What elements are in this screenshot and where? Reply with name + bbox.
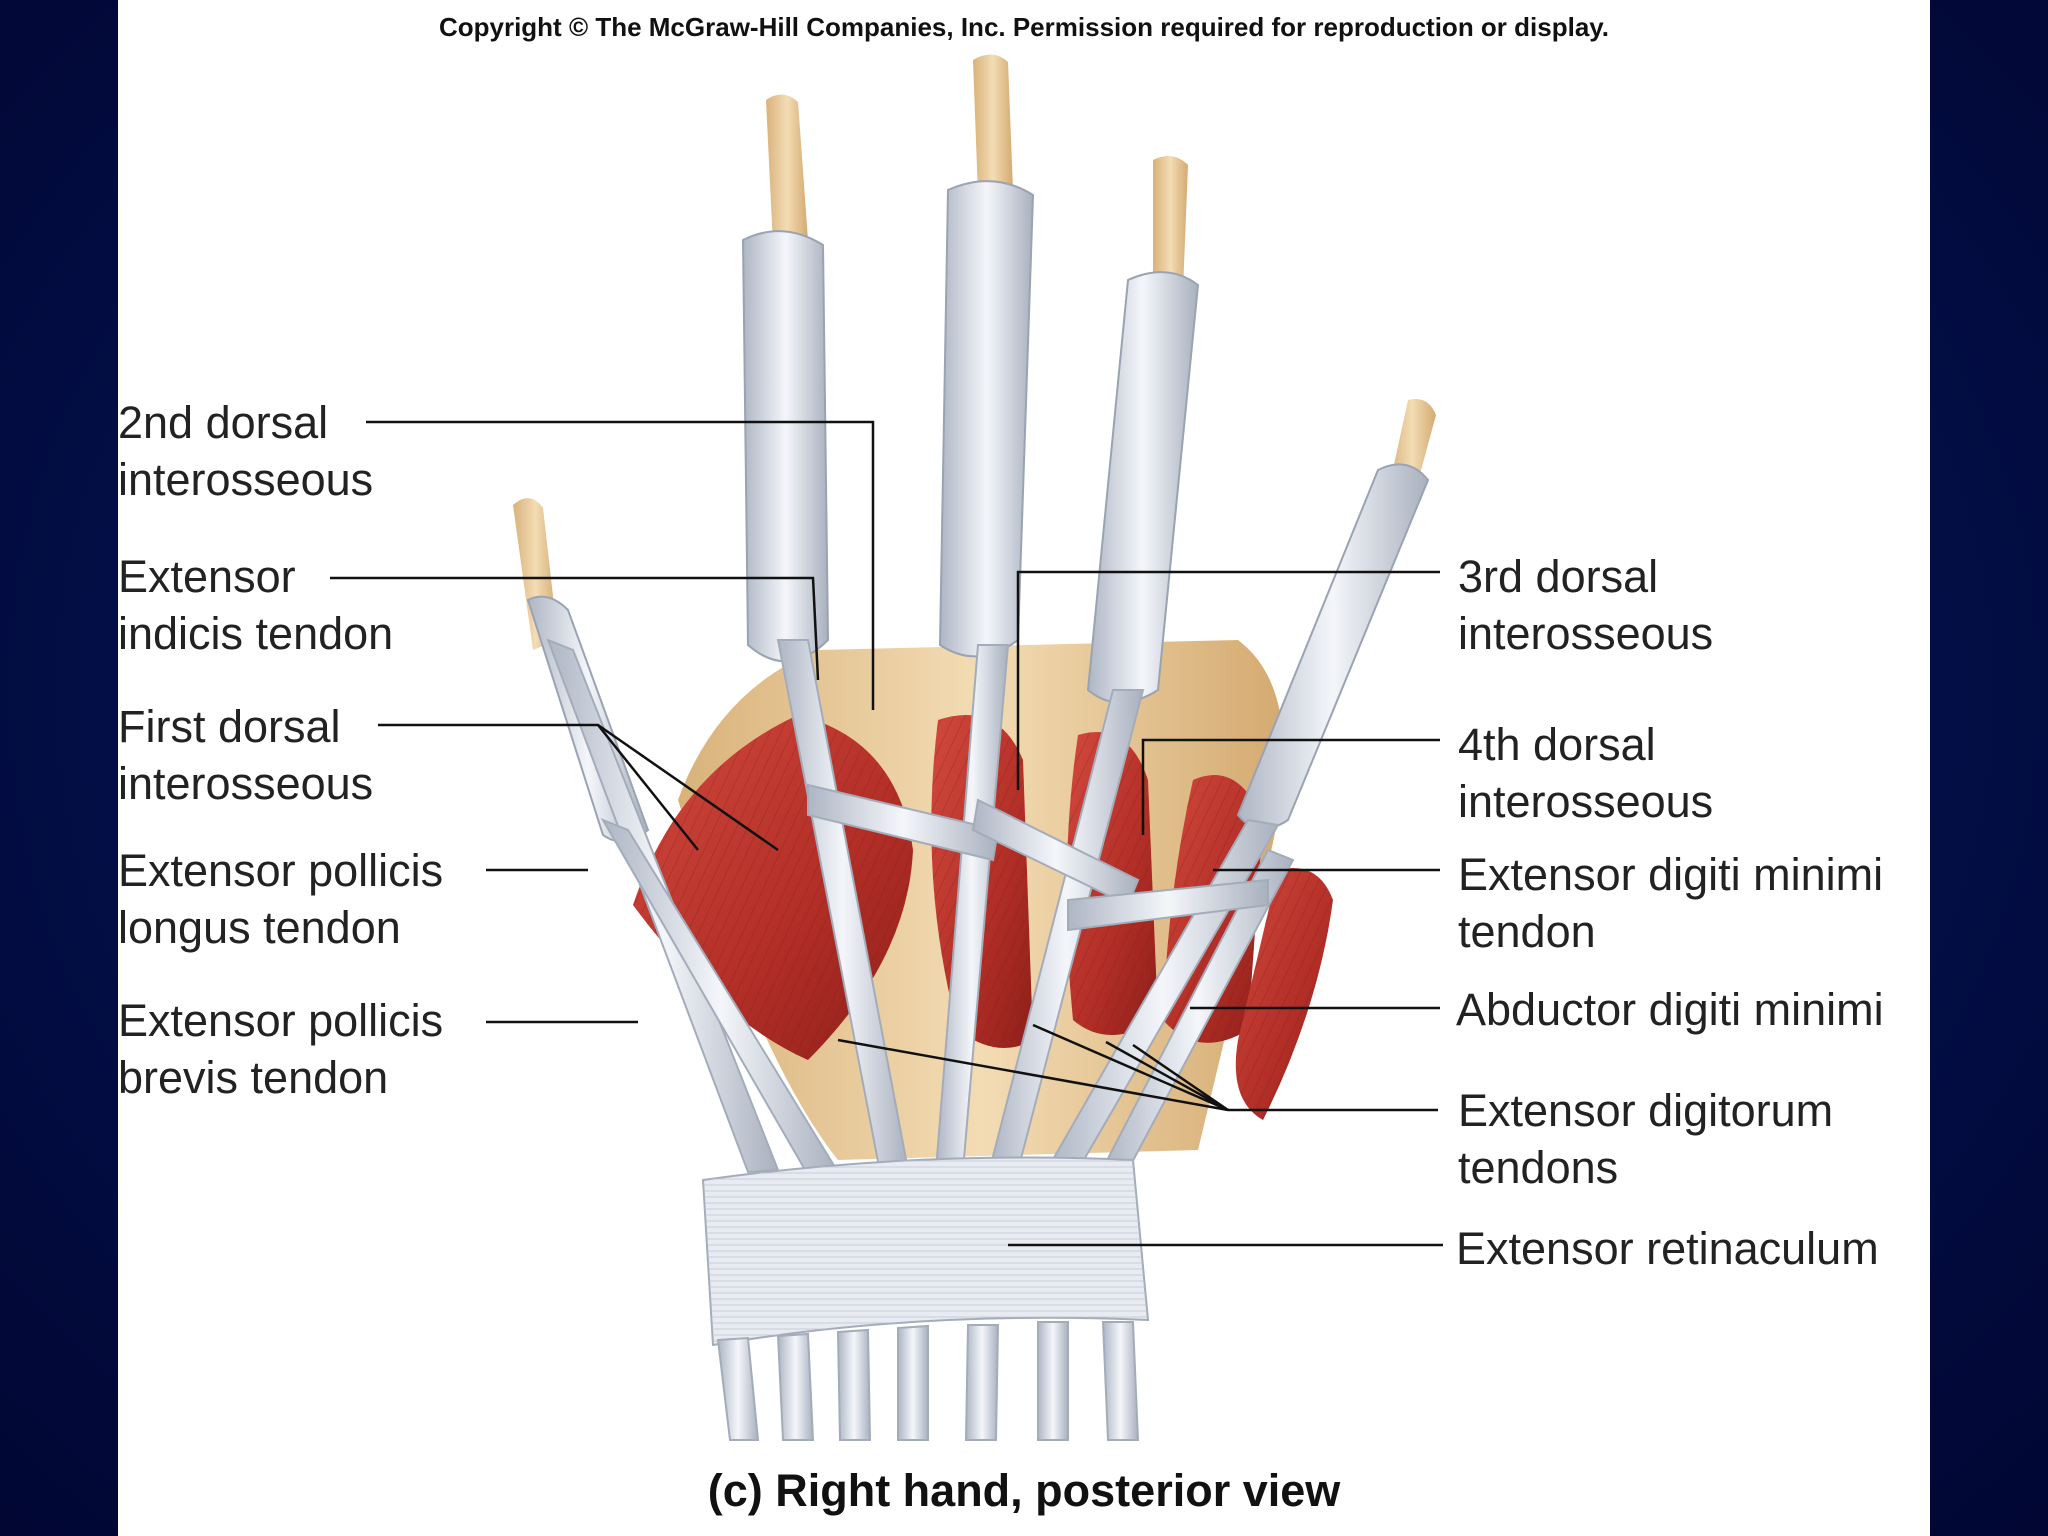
label-extensor-pollicis-brevis-tendon: Extensor pollicis brevis tendon	[118, 992, 443, 1106]
slide: Copyright © The McGraw-Hill Companies, I…	[118, 0, 1930, 1536]
label-extensor-retinaculum: Extensor retinaculum	[1456, 1220, 1879, 1277]
middle-finger-bone	[973, 54, 1013, 195]
little-finger-hood	[1238, 464, 1428, 829]
label-extensor-indicis-tendon: Extensor indicis tendon	[118, 548, 393, 662]
ring-finger-bone	[1153, 156, 1188, 290]
label-fourth-dorsal-interosseous: 4th dorsal interosseous	[1458, 716, 1713, 830]
leader-first-dorsal-a	[378, 725, 698, 850]
label-extensor-digiti-minimi-tendon: Extensor digiti minimi tendon	[1458, 846, 1883, 960]
label-abductor-digiti-minimi: Abductor digiti minimi	[1456, 981, 1884, 1038]
label-extensor-digitorum-tendons: Extensor digitorum tendons	[1458, 1082, 1833, 1196]
label-first-dorsal-interosseous: First dorsal interosseous	[118, 698, 373, 812]
label-extensor-pollicis-longus-tendon: Extensor pollicis longus tendon	[118, 842, 443, 956]
label-second-dorsal-interosseous: 2nd dorsal interosseous	[118, 394, 373, 508]
figure-caption: (c) Right hand, posterior view	[118, 1465, 1930, 1517]
label-third-dorsal-interosseous: 3rd dorsal interosseous	[1458, 548, 1713, 662]
ring-finger-hood	[1088, 272, 1198, 702]
forearm-tendons	[718, 1322, 1138, 1440]
index-finger-bone	[766, 94, 808, 245]
index-finger-hood	[743, 231, 828, 661]
